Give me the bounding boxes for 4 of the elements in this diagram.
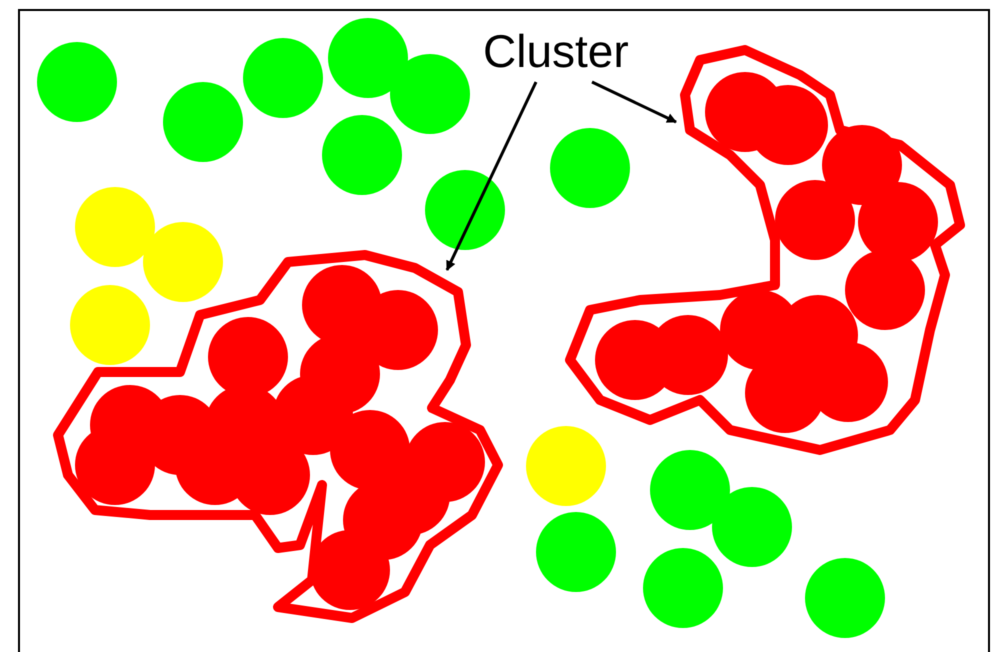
cluster-label: Cluster (483, 28, 629, 74)
leader-arrow (446, 81, 538, 271)
cluster-outline (53, 250, 503, 623)
leader-arrow (591, 80, 677, 124)
